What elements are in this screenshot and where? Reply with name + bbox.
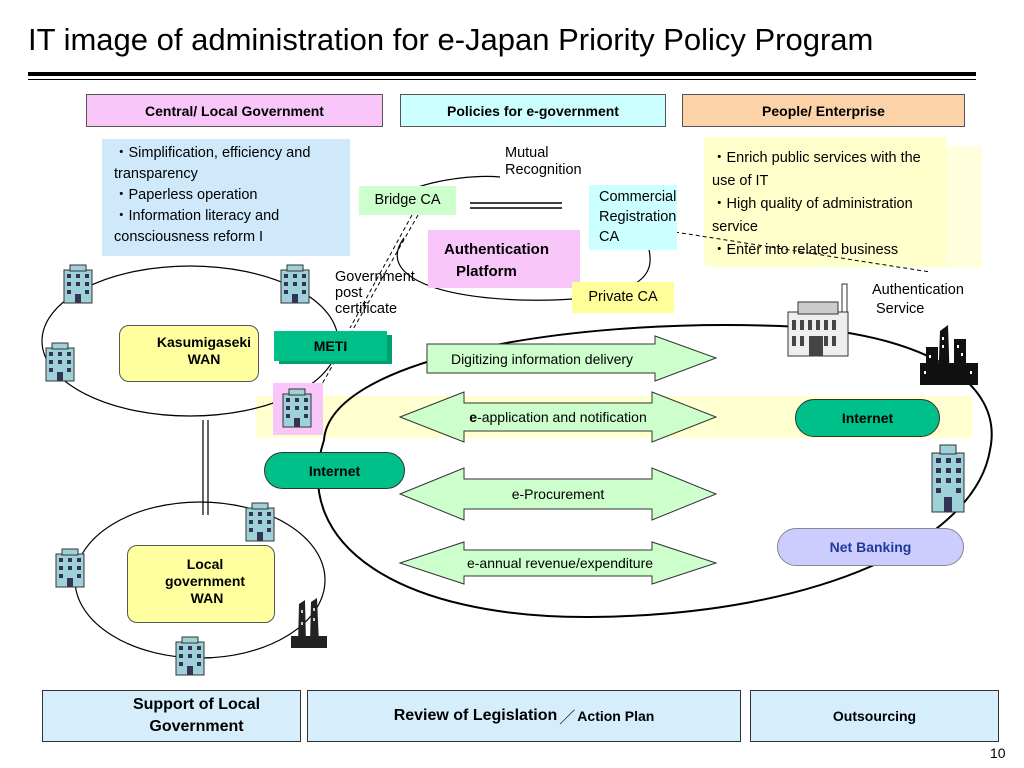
local-wan-line-3: WAN: [190, 590, 224, 606]
note-line: use of IT: [712, 173, 769, 189]
local-government-wan-box: Local government WAN: [127, 545, 275, 623]
office-building-icon: [245, 502, 275, 542]
note-line: ・Enrich public services with the: [712, 150, 921, 166]
review-separator: ／: [559, 710, 576, 727]
authentication-service-label: Authentication Service: [872, 281, 964, 319]
office-building-icon: [175, 636, 205, 676]
gov-post-line-3: certificate: [335, 301, 398, 317]
government-post-certificate-label: Government post certificate: [335, 269, 415, 317]
support-line-2: Government: [149, 718, 244, 735]
office-building-icon: [45, 342, 75, 382]
office-building-icon: [931, 444, 965, 513]
office-building-icon: [55, 548, 85, 588]
review-legislation-box: Review of Legislation ／ Action Plan: [307, 690, 741, 742]
mutual-label-line: Mutual: [505, 145, 549, 161]
authentication-platform-box: Authentication Platform: [428, 230, 580, 288]
gov-post-line-2: post: [335, 285, 363, 301]
meti-label: METI: [313, 338, 348, 354]
auth-platform-line-1: Authentication: [444, 241, 549, 258]
header-people-enterprise: People/ Enterprise: [682, 94, 965, 127]
private-ca-label: Private CA: [588, 289, 658, 305]
internet-right-pill: Internet: [795, 399, 940, 437]
title-rule-thick: [28, 72, 976, 76]
review-main: Review of Legislation: [393, 707, 558, 724]
page-number: 10: [990, 745, 1006, 761]
mutual-recognition-label: Mutual Recognition: [505, 145, 582, 179]
arrow-e-application-label: e-application and notification: [400, 403, 716, 431]
arrow-digitizing-label: Digitizing information delivery: [450, 350, 634, 367]
meti-box: METI: [274, 331, 387, 361]
note-line: ・Simplification, efficiency and: [114, 145, 311, 161]
meti-building-icon: [282, 388, 312, 428]
e-application-text: -application and notification: [477, 409, 647, 425]
bridge-ca-label: Bridge CA: [374, 192, 441, 208]
kasumigaseki-line-2: WAN: [187, 351, 221, 367]
page-title: IT image of administration for e-Japan P…: [28, 22, 874, 57]
city-skyline-icon: [920, 325, 978, 385]
ca-line: CA: [599, 229, 620, 245]
city-hall-icon: [291, 598, 327, 648]
commercial-line: Commercial: [599, 189, 677, 205]
registration-line: Registration: [599, 209, 677, 225]
local-wan-line-2: government: [164, 573, 246, 589]
commercial-registration-ca-box: Commercial Registration CA: [589, 185, 677, 250]
internet-left-pill: Internet: [264, 452, 405, 489]
e-prefix: e: [469, 409, 478, 425]
factory-icon: [787, 283, 849, 357]
government-goals-note: ・Simplification, efficiency and transpar…: [102, 139, 350, 256]
note-line: ・Paperless operation: [114, 187, 258, 203]
note-line: transparency: [114, 166, 198, 182]
note-line: service: [712, 219, 758, 235]
office-building-icon: [280, 264, 310, 304]
people-goals-note: ・Enrich public services with the use of …: [704, 137, 946, 265]
net-banking-pill: Net Banking: [777, 528, 964, 566]
note-line: consciousness reform I: [114, 229, 264, 245]
header-policies-e-government: Policies for e-government: [400, 94, 666, 127]
recognition-label-line: Recognition: [505, 162, 582, 178]
gov-post-line-1: Government: [335, 269, 415, 285]
review-sub: Action Plan: [577, 708, 655, 724]
kasumigaseki-line-1: Kasumigaseki: [156, 334, 252, 350]
office-building-icon: [63, 264, 93, 304]
bridge-ca-box: Bridge CA: [359, 186, 456, 215]
outsourcing-box: Outsourcing: [750, 690, 999, 742]
local-wan-line-1: Local: [186, 556, 224, 572]
title-rule-thin: [28, 79, 976, 80]
arrow-e-procurement-label: e-Procurement: [511, 486, 605, 502]
note-line: ・Enter into related business: [712, 242, 899, 258]
support-local-government-box: Support of Local Government: [42, 690, 301, 742]
outsourcing-label: Outsourcing: [832, 708, 917, 724]
note-line: ・High quality of administration: [712, 196, 913, 212]
auth-service-line-2: Service: [876, 301, 925, 317]
support-line-1: Support of Local: [132, 696, 261, 713]
private-ca-box: Private CA: [572, 282, 674, 313]
header-central-local-government: Central/ Local Government: [86, 94, 383, 127]
note-line: ・Information literacy and: [114, 208, 280, 224]
kasumigaseki-wan-box: Kasumigaseki WAN: [119, 325, 259, 382]
arrow-e-annual-label: e-annual revenue/expenditure: [466, 555, 654, 571]
auth-service-line-1: Authentication: [872, 282, 964, 298]
auth-platform-line-2: Platform: [456, 263, 517, 280]
